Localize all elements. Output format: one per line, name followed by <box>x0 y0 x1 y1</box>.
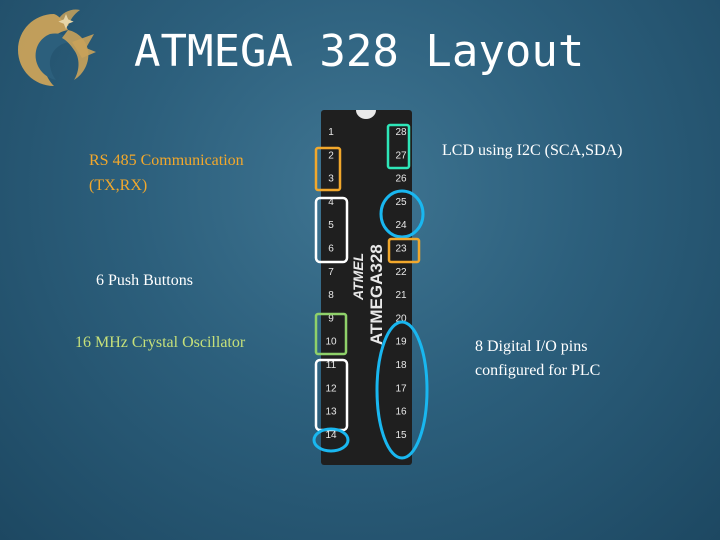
left-pin-7: 7 <box>328 267 334 278</box>
left-pin-9: 9 <box>328 313 334 324</box>
left-pin-11: 11 <box>326 360 337 371</box>
left-pin-10: 10 <box>325 337 337 348</box>
right-pin-19: 19 <box>395 337 407 348</box>
digital-io-label-line2: configured for PLC <box>475 362 601 379</box>
right-pin-16: 16 <box>395 407 407 418</box>
chip-notch <box>356 110 376 119</box>
right-pin-23: 23 <box>395 244 407 255</box>
right-pin-20: 20 <box>395 313 407 324</box>
chip-name-text: ATMEGA328 <box>367 244 386 345</box>
pin23-box <box>387 237 421 264</box>
right-pin-18: 18 <box>395 360 407 371</box>
left-pin-8: 8 <box>328 290 334 301</box>
left-pin-2: 2 <box>328 150 334 161</box>
right-pin-26: 26 <box>395 174 407 185</box>
star-icon <box>58 14 74 30</box>
university-pegasus-logo <box>18 9 96 86</box>
right-pin-28: 28 <box>395 127 407 138</box>
left-pin-4: 4 <box>328 197 334 208</box>
slide-title: ATMEGA 328 Layout <box>134 26 585 77</box>
push-buttons-box-upper <box>314 196 349 264</box>
left-pin-12: 12 <box>325 383 337 394</box>
right-pin-21: 21 <box>395 290 407 301</box>
left-pin-13: 13 <box>325 407 337 418</box>
crystal-oscillator-box <box>314 312 348 356</box>
left-pin-1: 1 <box>328 127 334 138</box>
right-pin-27: 27 <box>395 150 407 161</box>
lcd-i2c-label: LCD using I2C (SCA,SDA) <box>442 142 623 159</box>
rs485-pins-box <box>314 146 342 192</box>
right-pin-22: 22 <box>395 267 407 278</box>
left-pin-6: 6 <box>328 244 334 255</box>
digital-io-circle-lower <box>375 320 429 460</box>
right-pin-17: 17 <box>395 383 407 394</box>
push-buttons-label: 6 Push Buttons <box>96 272 193 289</box>
chip-brand-text: ATMEL <box>350 253 366 301</box>
left-pin-3: 3 <box>328 174 334 185</box>
crystal-oscillator-label: 16 MHz Crystal Oscillator <box>75 334 246 351</box>
left-pin-5: 5 <box>328 220 334 231</box>
left-pin-14: 14 <box>325 430 337 441</box>
rs485-label-line2: (TX,RX) <box>89 177 148 194</box>
right-pin-numbers: 28 27 26 25 24 23 22 21 20 19 18 17 16 15 <box>395 127 407 441</box>
pin14-circle <box>312 427 350 453</box>
right-pin-24: 24 <box>395 220 407 231</box>
digital-io-circle-upper <box>379 189 425 239</box>
digital-io-label-line1: 8 Digital I/O pins <box>475 338 588 355</box>
right-pin-25: 25 <box>395 197 407 208</box>
rs485-label-line1: RS 485 Communication <box>89 152 244 169</box>
right-pin-15: 15 <box>395 430 407 441</box>
lcd-i2c-pins-box <box>386 123 411 170</box>
